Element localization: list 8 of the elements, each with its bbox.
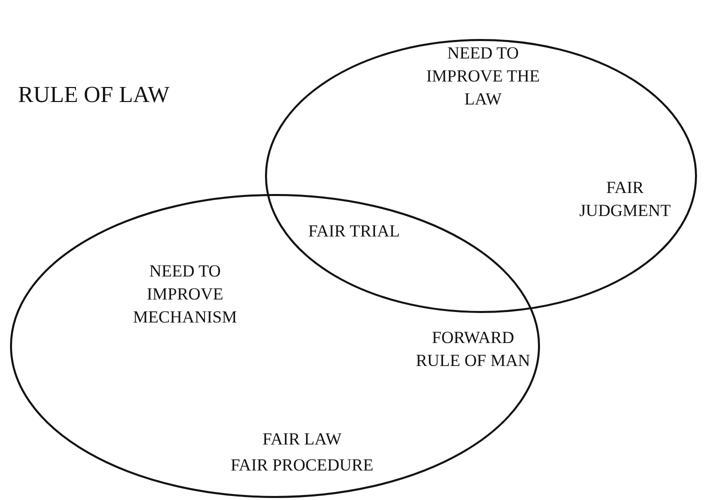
- venn-region-label: FAIR PROCEDURE: [230, 454, 374, 477]
- venn-region-label: NEED TO IMPROVE MECHANISM: [132, 260, 238, 328]
- venn-region-label: FAIR JUDGMENT: [578, 177, 672, 222]
- venn-region-label: FORWARD RULE OF MAN: [416, 327, 530, 372]
- venn-region-label: NEED TO IMPROVE THE LAW: [425, 42, 541, 110]
- diagram-title: RULE OF LAW: [18, 82, 170, 108]
- venn-region-label: FAIR LAW: [261, 428, 343, 451]
- venn-region-label: FAIR TRIAL: [307, 220, 401, 243]
